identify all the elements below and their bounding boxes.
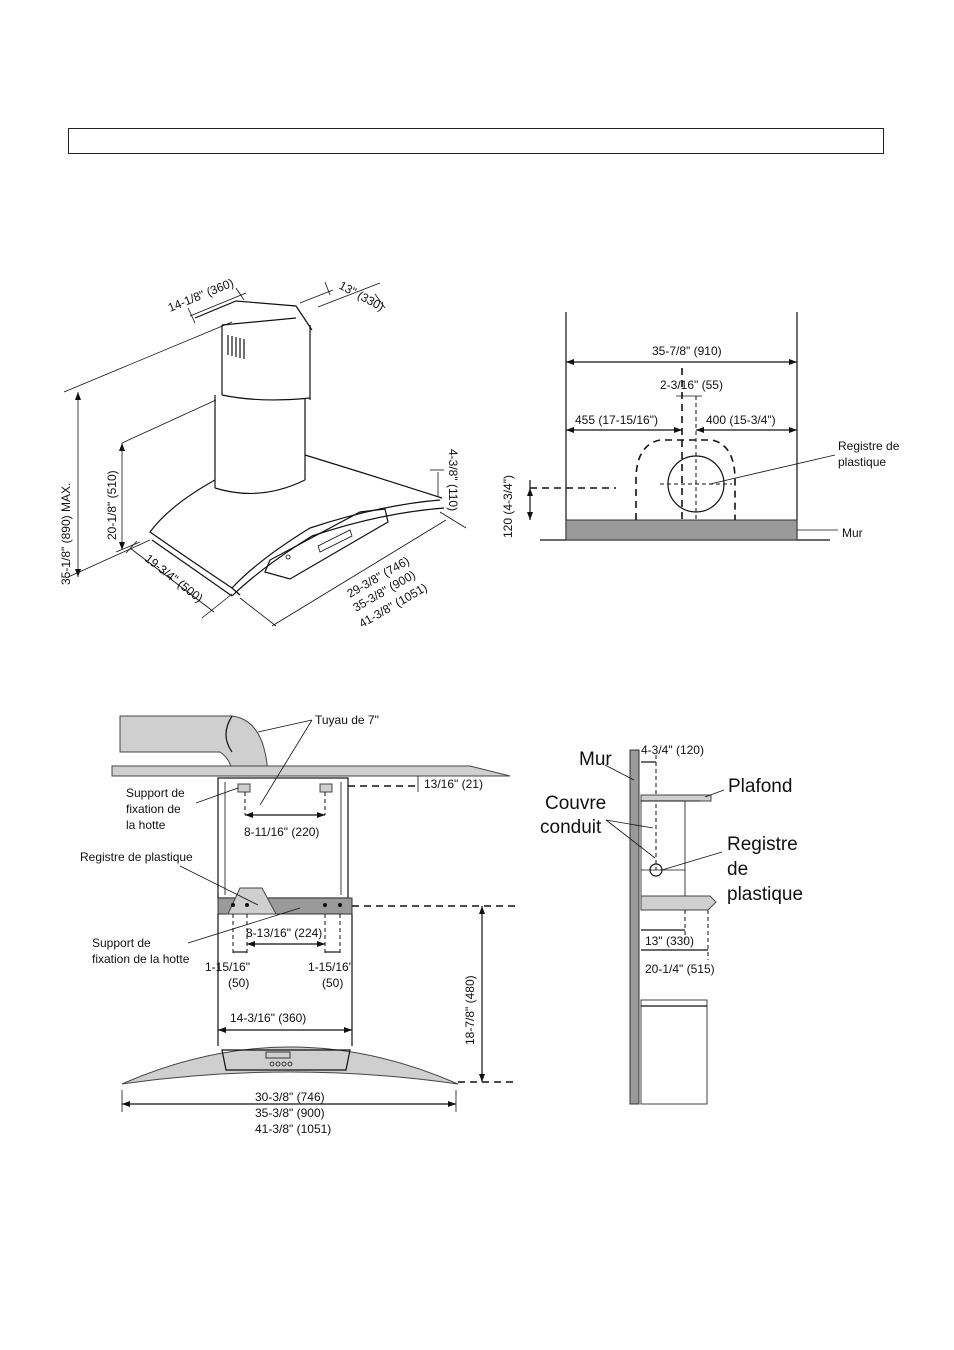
dim-height-max: 35-1/8" (890) MAX. [59,483,73,585]
dim-mid-span: 8-13/16" (224) [246,926,322,940]
top-bracket-right [319,783,333,793]
dim-canopy-height: 4-3/8" (110) [446,449,460,511]
dim-height: 120 (4-3/4") [501,475,515,538]
header-box [68,128,884,154]
pipe-label: Tuyau de 7" [315,713,379,727]
dim-chimney-height: 20-1/8" (510) [105,470,119,540]
hood-isometric-diagram: 14-1/8" (360) 13" (330) 35-1/8" (890) MA… [59,276,467,631]
wall-layout-diagram: 35-7/8" (910) 2-3/16" (55) 455 (17-15/16… [501,312,900,541]
ceiling-slab [640,794,712,802]
front-elevation-diagram: Tuyau de 7" 13/16" (21) 8-11/16" (220) S… [80,713,515,1136]
damper-label-3: plastique [727,884,803,905]
ceiling-label: Plafond [728,776,792,797]
cover-label-1: Couvre [545,793,606,814]
dim-right-small-mm: (50) [322,976,343,990]
top-bracket-left [237,783,251,793]
dim-width-3: 41-3/8" (1051) [255,1122,331,1136]
dim-left: 455 (17-15/16") [575,413,658,427]
dim-top-depth: 14-1/8" (360) [166,276,236,315]
damper-label-1: Registre de [838,439,900,453]
dim-left-small-mm: (50) [228,976,249,990]
dim-width-1: 30-3/8" (746) [255,1090,325,1104]
damper-label-1: Registre [727,834,798,855]
dim-width-2: 35-3/8" (900) [255,1106,325,1120]
damper-label-2: de [727,859,748,880]
wall-label: Mur [842,526,863,540]
dim-right-small: 1-15/16" [308,960,353,974]
wall-label: Mur [579,749,612,770]
side-view-diagram: Mur 4-3/4" (120) Plafond Couvre conduit … [540,743,803,1105]
bracket-label-2: fixation de [126,802,181,816]
dimension-lines [63,281,467,627]
wall-band [565,519,798,541]
damper-label-2: plastique [838,455,886,469]
bracket-label-1: Support de [126,786,185,800]
cabinet [640,999,708,1105]
dim-chimney-width: 14-3/16" (360) [230,1011,306,1025]
bracket2-label-1: Support de [92,936,151,950]
canopy-glass [121,1046,459,1085]
dim-depth: 19-3/4" (500) [142,551,205,605]
dim-gap: 13/16" (21) [424,777,483,791]
wall-strip [629,749,640,1105]
bracket2-label-2: fixation de la hotte [92,952,190,966]
dim-offset: 2-3/16" (55) [660,378,723,392]
dim-top: 4-3/4" (120) [641,743,704,757]
damper-label: Registre de plastique [80,850,193,864]
cover-label-2: conduit [540,817,602,838]
dim-total-width: 35-7/8" (910) [652,344,722,358]
dim-top-span: 8-11/16" (220) [244,825,319,839]
dim-left-small: 1-15/16" [205,960,250,974]
dim-right: 400 (15-3/4") [706,413,776,427]
dim-depth-2: 20-1/4" (515) [645,962,715,976]
dim-height: 18-7/8" (480) [463,975,477,1045]
bracket-label-3: la hotte [126,818,166,832]
dim-depth-1: 13" (330) [645,934,694,948]
vent-slots [227,335,245,359]
